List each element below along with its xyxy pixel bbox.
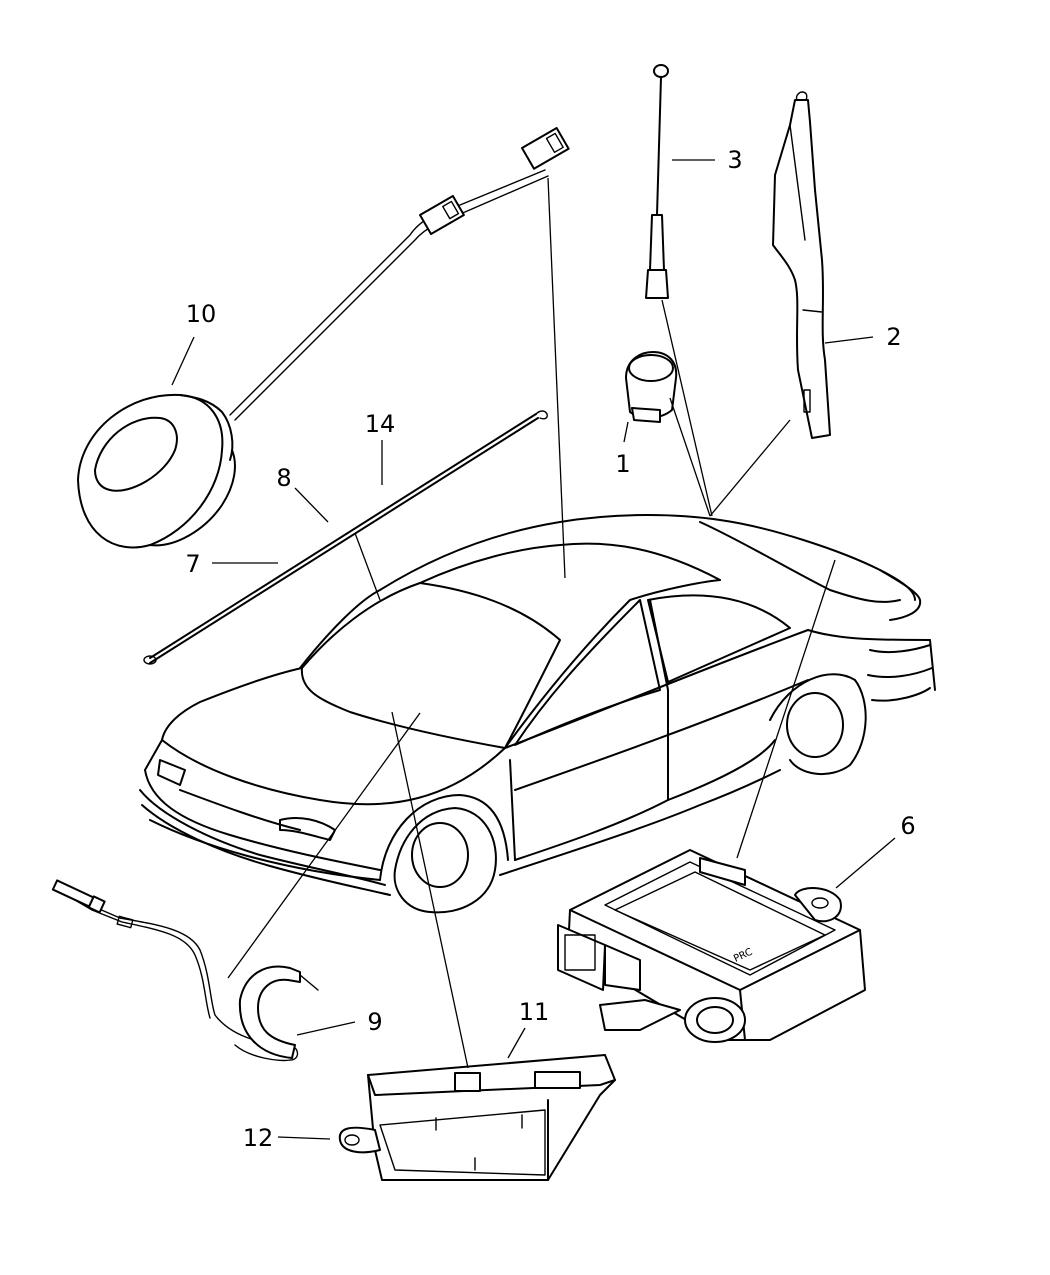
callout-numbers: 3 2 10 14 8 7 1 6 11 9 12 bbox=[185, 146, 915, 1152]
callout-7: 7 bbox=[185, 550, 200, 578]
part-7-8-14-rod bbox=[143, 410, 548, 665]
callout-14: 14 bbox=[365, 410, 396, 438]
callout-12: 12 bbox=[243, 1124, 274, 1152]
vehicle-sedan bbox=[139, 514, 936, 914]
part-1-grommet bbox=[625, 351, 678, 423]
part-6-module: PRC bbox=[557, 849, 866, 1043]
callout-8: 8 bbox=[276, 464, 291, 492]
part-11-module bbox=[338, 1054, 616, 1181]
leader-lines bbox=[171, 159, 896, 1140]
callout-1: 1 bbox=[615, 450, 630, 478]
callout-11: 11 bbox=[519, 998, 550, 1026]
part-2-antenna-bracket bbox=[772, 91, 831, 439]
callout-9: 9 bbox=[367, 1008, 382, 1036]
callout-2: 2 bbox=[886, 323, 901, 351]
callout-10: 10 bbox=[186, 300, 217, 328]
callout-6: 6 bbox=[900, 812, 915, 840]
part-3-antenna-mast bbox=[645, 64, 669, 299]
part-9-cable bbox=[51, 879, 319, 1062]
callout-3: 3 bbox=[727, 146, 742, 174]
part-10-antenna-assembly bbox=[77, 127, 570, 549]
